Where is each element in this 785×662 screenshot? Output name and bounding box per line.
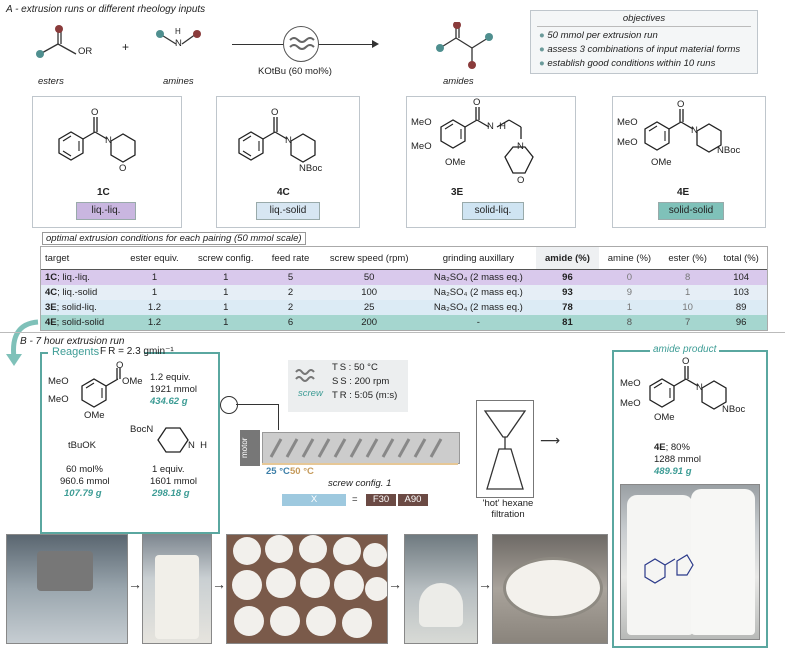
feeder-valve-icon (220, 396, 238, 414)
amine-mass: 298.18 g (152, 488, 190, 499)
base-mass: 107.79 g (64, 488, 102, 499)
product-yield: 4E; 80% (654, 442, 690, 453)
feed-line-down (278, 404, 279, 430)
residence-time: T R : 5:05 (m:s) (332, 390, 398, 401)
plus-sign: + (122, 40, 130, 54)
product-id: 3E (451, 187, 464, 198)
arrow-right: → (388, 576, 402, 592)
structure-1C (58, 117, 136, 163)
filtration-label: 'hot' hexane filtration (482, 498, 534, 520)
feed-rate: F R = 2.3 gmin⁻¹ (100, 346, 174, 357)
screw-icon (295, 369, 315, 382)
arrow-right: ⟶ (540, 432, 561, 448)
jar-1 (627, 495, 693, 635)
amide-product-title: amide product (650, 344, 720, 355)
product-photo (620, 484, 760, 640)
temp-zone-2: 50 °C (290, 466, 314, 477)
product-id: 4C (277, 187, 290, 198)
amine-reagent-structure (157, 427, 189, 453)
jar-label-structure (644, 554, 694, 584)
heated-zone (262, 463, 458, 465)
amide-structure (436, 22, 493, 69)
structure-4E (644, 109, 722, 153)
arrow-right: → (478, 576, 492, 592)
arrow-head (372, 40, 379, 48)
section-divider (0, 332, 785, 333)
amine-h-label: H (175, 27, 181, 36)
arrow-right: → (128, 576, 142, 592)
temp-zone-1: 25 °C (266, 466, 290, 477)
f30-block: F30 (366, 494, 396, 506)
product-structure-4E (649, 366, 727, 410)
feed-line (236, 404, 278, 405)
photo-extruder (6, 534, 128, 644)
screw-config-label: screw config. 1 (328, 478, 392, 489)
screw-params-box (288, 360, 408, 412)
tag-solid-liq: solid-liq. (462, 202, 524, 220)
tag-liq-solid: liq.-solid (256, 202, 320, 220)
ester-structure (36, 25, 77, 58)
tag-solid-solid: solid-solid (658, 202, 724, 220)
reagent-label: KOtBu (60 mol%) (258, 66, 332, 77)
esters-label: esters (38, 76, 64, 87)
extruder-icon (283, 26, 319, 62)
table-caption: optimal extrusion conditions for each pa… (42, 232, 306, 245)
ester-mass: 434.62 g (150, 396, 188, 407)
amines-label: amines (163, 76, 194, 87)
product-id: 4E (677, 187, 690, 198)
conditions-table: target ester equiv. screw config. feed r… (40, 246, 768, 331)
objectives-title: objectives (622, 13, 666, 24)
amine-structure (156, 30, 201, 45)
objective-item: ● assess 3 combinations of input materia… (539, 44, 741, 55)
photo-jars (226, 534, 388, 644)
speed-setting: S S : 200 rpm (332, 376, 390, 387)
equals-sign: = (352, 494, 358, 505)
structure-4C (238, 117, 316, 163)
tag-liq-liq: liq.-liq. (76, 202, 136, 220)
reagents-box-edge (40, 352, 48, 354)
photo-flask (404, 534, 478, 644)
ester-equiv: 1.2 equiv. (150, 372, 191, 383)
screw-x-block: X (282, 494, 346, 506)
extruder-barrel (262, 432, 460, 464)
structure-3E (440, 107, 534, 174)
ester-group-label: OR (78, 46, 93, 57)
amine-n-label: N (175, 38, 182, 49)
product-id: 1C (97, 187, 110, 198)
table-header-row: target ester equiv. screw config. feed r… (41, 247, 767, 270)
photo-filtration (492, 534, 608, 644)
motor: motor (240, 430, 260, 466)
jar-2 (691, 489, 755, 635)
section-b-title: B - 7 hour extrusion run (20, 336, 125, 347)
amides-label: amides (443, 76, 474, 87)
product-mass: 489.91 g (654, 466, 692, 477)
reagents-box (40, 352, 220, 534)
objectives-box: objectives ● 50 mmol per extrusion run ●… (530, 10, 758, 74)
objective-item: ● 50 mmol per extrusion run (539, 30, 658, 41)
a90-block: A90 (398, 494, 428, 506)
funnel-icon (483, 410, 527, 490)
amine-mmol: 1601 mmol (150, 476, 197, 487)
filtration-box (476, 400, 534, 498)
amine-equiv: 1 equiv. (152, 464, 185, 475)
section-a-title: A - extrusion runs or different rheology… (6, 4, 206, 15)
reagents-box-edge (144, 352, 218, 354)
base-mmol: 960.6 mmol (60, 476, 110, 487)
photo-beaker (142, 534, 212, 644)
ester-reagent-structure (81, 368, 121, 408)
arrow-right: → (212, 576, 226, 592)
base-pct: 60 mol% (66, 464, 103, 475)
ester-mmol: 1921 mmol (150, 384, 197, 395)
product-mmol: 1288 mmol (654, 454, 701, 465)
screw-word: screw (298, 388, 323, 399)
base-label: tBuOK (68, 440, 96, 451)
reagents-title: Reagents (52, 346, 100, 358)
temp-setting: T S : 50 °C (332, 362, 378, 373)
objective-item: ● establish good conditions within 10 ru… (539, 58, 716, 69)
